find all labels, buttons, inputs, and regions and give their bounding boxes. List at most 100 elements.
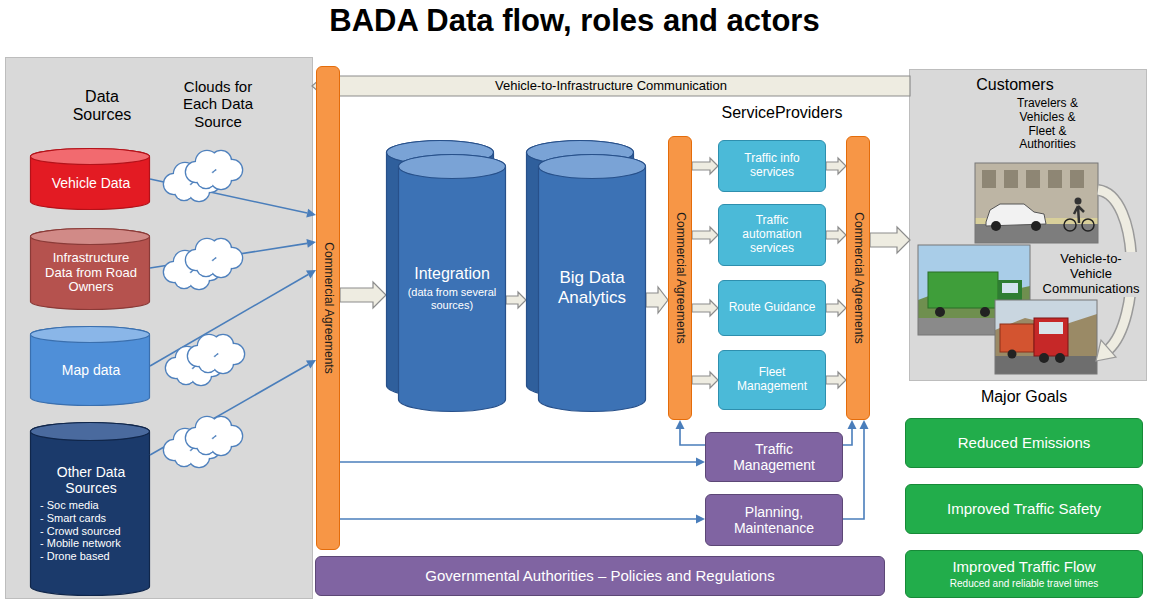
annotation-label: ServiceProviders — [712, 104, 852, 122]
data-cylinder: Map data — [30, 326, 150, 406]
cylinder-top — [539, 155, 646, 179]
flow-connector — [340, 282, 386, 308]
cylinder-top — [31, 327, 150, 343]
photo-frame — [975, 163, 1098, 243]
cylinder-body — [31, 229, 150, 310]
text-group: Improved Traffic Safety — [914, 500, 1134, 517]
node-label: Traffic info services — [727, 152, 817, 180]
edge-label: Vehicle-to-Infrastructure Communication — [492, 79, 730, 94]
agreement-bar: Commercial Agreements — [316, 66, 340, 550]
node-label: Vehicle Data — [40, 175, 142, 191]
node-subtext: - Drone based — [40, 550, 142, 563]
node-subtext: - Smart cards — [40, 512, 142, 525]
block-arrow — [692, 372, 718, 388]
cloud-pair — [164, 239, 242, 289]
panel-heading: Customers — [950, 76, 1080, 94]
photo-bike-wheel — [1082, 219, 1094, 231]
flow-connector — [312, 70, 910, 102]
flow-connector — [826, 372, 846, 388]
process-box: Traffic Management — [705, 432, 843, 482]
node-label: Infrastructure Data from Road Owners — [40, 251, 142, 296]
photo-cab — [1034, 318, 1068, 356]
photo-sky — [995, 300, 1097, 374]
annotation-label: Vehicle-to-Vehicle Communications — [1040, 252, 1142, 297]
bar-text: Commercial Agreements — [851, 212, 865, 343]
arrow-head — [306, 239, 316, 248]
photo-wheel — [980, 307, 990, 317]
photo-wheel — [1008, 350, 1017, 359]
connector-line — [340, 461, 696, 463]
block-arrow — [692, 300, 718, 316]
node-subtext: - Crowd sourced — [40, 525, 142, 538]
cloud — [188, 335, 244, 373]
text-group: Reduced Emissions — [914, 434, 1134, 451]
flow-connector — [692, 300, 718, 316]
service-box: Traffic info services — [718, 140, 826, 192]
text-group: Fleet Management — [727, 366, 817, 394]
text-holder: Major Goals — [905, 388, 1143, 406]
node-label: Improved Traffic Flow — [914, 558, 1134, 575]
bar-text: Commercial Agreements — [673, 212, 687, 343]
block-arrow — [312, 70, 910, 102]
flow-connector — [870, 227, 910, 253]
block-arrow — [692, 158, 718, 174]
node-label: Traffic automation services — [727, 214, 817, 255]
node-label: Planning, Maintenance — [714, 504, 834, 536]
cloud-pair — [164, 151, 242, 201]
diagram-title: BADA Data flow, roles and actors — [0, 3, 1149, 39]
arrow-head — [860, 420, 869, 429]
photo-bike-wheel — [1064, 219, 1076, 231]
photo-trailer — [928, 272, 998, 308]
cylinder-top — [31, 229, 150, 245]
connector-line — [843, 429, 852, 445]
data-cylinder: Vehicle Data — [30, 148, 150, 210]
node-label: Fleet Management — [727, 366, 817, 394]
text-holder: Data Sources — [62, 88, 142, 125]
text-group: Traffic Management — [714, 441, 834, 473]
arrow-head — [848, 420, 857, 429]
goal-box: Improved Traffic Safety — [905, 484, 1143, 534]
truck-photo — [995, 300, 1097, 374]
data-cylinder: Other Data Sources - Soc media- Smart car… — [30, 422, 150, 596]
annotation-label: Clouds for Each Data Source — [182, 78, 254, 130]
photo-facade — [975, 163, 1098, 243]
photo-trailer — [1000, 324, 1034, 352]
connector-line — [340, 518, 696, 520]
flow-connector — [506, 292, 526, 308]
text-holder: BADA Data flow, roles and actors — [0, 3, 1149, 39]
text-group: Infrastructure Data from Road Owners — [40, 251, 142, 296]
photo-cyclist — [1074, 206, 1084, 223]
block-arrow — [646, 287, 668, 313]
cylinder-top — [31, 423, 150, 441]
cylinder-body — [31, 327, 150, 406]
cylinder-body — [399, 155, 506, 412]
photo-window — [1026, 170, 1040, 188]
photo-windshield — [1039, 322, 1063, 334]
photo-wheel — [1039, 353, 1049, 363]
photo-window — [1070, 170, 1084, 188]
curved-arrow-head — [1096, 340, 1116, 361]
goal-box: Reduced Emissions — [905, 418, 1143, 468]
connector-line — [680, 429, 705, 445]
flow-connector — [692, 158, 718, 174]
text-holder: Vehicle-to-Infrastructure Communication — [492, 79, 730, 94]
block-arrow — [826, 372, 846, 388]
connector-line — [843, 429, 864, 519]
node-subtext: - Soc media — [40, 499, 142, 512]
block-arrow — [870, 227, 910, 253]
cloud-pair — [164, 417, 242, 467]
photo-window — [1048, 170, 1062, 188]
flow-connector — [826, 158, 846, 174]
text-group: Route Guidance — [727, 301, 817, 315]
service-box: Fleet Management — [718, 350, 826, 410]
arrow-head — [696, 515, 705, 524]
photo-wheel — [1031, 221, 1041, 231]
storage-cylinder: Big Data Analytics — [526, 140, 646, 412]
cloud — [186, 239, 242, 277]
node-label: Other Data Sources — [40, 464, 142, 496]
service-box: Route Guidance — [718, 280, 826, 336]
flow-connector — [646, 287, 668, 313]
cloud — [186, 151, 242, 189]
flow-connector — [340, 458, 705, 467]
